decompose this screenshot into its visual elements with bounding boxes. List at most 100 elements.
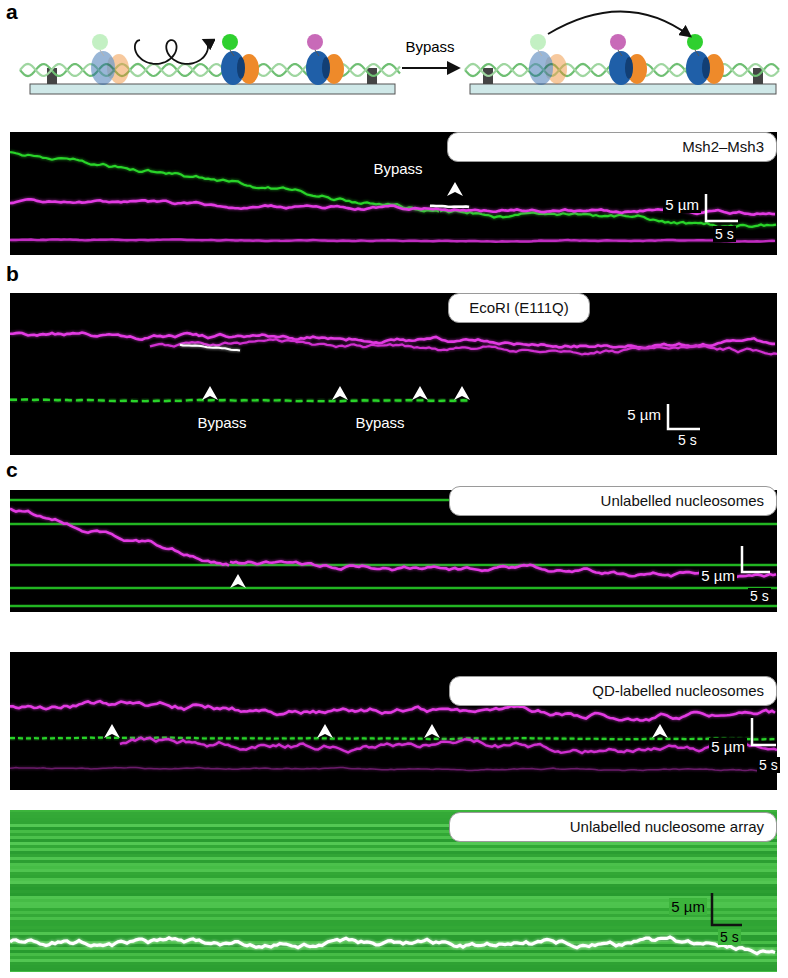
diffusion-arrow bbox=[135, 40, 208, 64]
array-band bbox=[10, 971, 777, 972]
array-band bbox=[10, 950, 777, 953]
array-band bbox=[10, 959, 777, 962]
protein bbox=[686, 34, 724, 85]
figure-label: 5 µm bbox=[625, 406, 663, 423]
figure-label: 5 µm bbox=[709, 738, 747, 755]
array-band bbox=[10, 923, 777, 926]
array-band bbox=[10, 947, 777, 950]
trace bbox=[10, 937, 775, 953]
protein-core bbox=[107, 57, 115, 79]
array-band bbox=[10, 854, 777, 857]
kymograph bbox=[10, 810, 777, 974]
trace bbox=[10, 509, 229, 566]
box-label: EcoRI (E111Q) bbox=[469, 299, 568, 316]
trace-glow bbox=[10, 399, 469, 401]
arrowhead-marker bbox=[652, 724, 668, 738]
figure-label: 5 µm bbox=[669, 898, 707, 915]
figure-label: Bypass bbox=[371, 160, 424, 177]
panel-letter: a bbox=[6, 0, 18, 24]
trace-glow bbox=[230, 561, 776, 577]
array-band bbox=[10, 884, 777, 887]
cartoon bbox=[20, 11, 779, 94]
trace-glow bbox=[430, 206, 469, 207]
protein bbox=[529, 34, 567, 85]
array-band bbox=[10, 908, 777, 911]
kymograph-ground bbox=[10, 810, 777, 972]
protein-subunit bbox=[529, 51, 553, 85]
scale-bar bbox=[752, 718, 776, 745]
trace bbox=[10, 738, 775, 740]
trace bbox=[430, 206, 469, 207]
kymograph-ground bbox=[10, 293, 777, 455]
array-band bbox=[10, 842, 777, 845]
label-box: Unlabelled nucleosomes bbox=[449, 486, 777, 516]
scale-bar bbox=[706, 194, 738, 221]
array-band bbox=[10, 866, 777, 869]
array-band bbox=[10, 926, 777, 929]
figure-label: 5 s bbox=[718, 929, 741, 945]
process-arrow bbox=[402, 67, 458, 69]
array-band bbox=[10, 887, 777, 890]
arrowhead-marker bbox=[230, 574, 246, 588]
array-band bbox=[10, 920, 777, 923]
trace-glow bbox=[10, 937, 775, 953]
array-band bbox=[10, 962, 777, 965]
flowcell-surface bbox=[470, 84, 776, 94]
protein bbox=[306, 34, 344, 85]
protein-subunit bbox=[91, 51, 115, 85]
array-band bbox=[10, 845, 777, 848]
linker bbox=[230, 50, 234, 56]
figure-label: 5 µm bbox=[699, 567, 737, 584]
arrowhead-marker bbox=[202, 386, 218, 400]
arrowhead-marker bbox=[424, 724, 440, 738]
trace-glow bbox=[10, 199, 775, 214]
protein-core bbox=[545, 57, 553, 79]
kymograph bbox=[10, 132, 777, 255]
protein-subunit bbox=[609, 51, 633, 85]
linker bbox=[538, 50, 542, 56]
array-band bbox=[10, 875, 777, 878]
protein-subunit bbox=[686, 51, 710, 85]
protein-subunit bbox=[306, 51, 330, 85]
protein-core bbox=[702, 57, 710, 79]
figure-label: Bypass bbox=[353, 414, 406, 431]
array-band bbox=[10, 893, 777, 896]
linker bbox=[695, 50, 699, 56]
figure-label: 5 s bbox=[713, 226, 736, 242]
array-band bbox=[10, 848, 777, 851]
array-band bbox=[10, 968, 777, 971]
trace-glow bbox=[150, 339, 777, 354]
array-band bbox=[10, 899, 777, 902]
nucleosome-track bbox=[10, 523, 777, 526]
trace bbox=[120, 738, 777, 754]
trace-glow bbox=[10, 509, 229, 566]
array-band bbox=[10, 956, 777, 959]
array-band bbox=[10, 860, 777, 863]
label-box: Unlabelled nucleosome array bbox=[449, 812, 777, 842]
arrowhead-marker bbox=[317, 724, 333, 738]
array-band bbox=[10, 911, 777, 914]
figure-label: 5 s bbox=[676, 432, 699, 448]
array-band bbox=[10, 905, 777, 908]
linker bbox=[315, 50, 319, 56]
protein bbox=[221, 34, 259, 85]
nucleosome-track bbox=[10, 564, 777, 567]
array-band bbox=[10, 869, 777, 872]
array-band bbox=[10, 932, 777, 935]
trace-glow bbox=[10, 239, 775, 241]
quantum-dot bbox=[610, 34, 626, 50]
kymograph-traces bbox=[10, 812, 777, 972]
trace bbox=[10, 199, 775, 214]
scale-bar bbox=[668, 404, 700, 429]
array-band bbox=[10, 851, 777, 854]
array-band bbox=[10, 872, 777, 875]
quantum-dot bbox=[530, 34, 546, 50]
kymograph bbox=[10, 490, 777, 612]
protein-core bbox=[322, 57, 330, 79]
array-band bbox=[10, 965, 777, 968]
array-band bbox=[10, 863, 777, 866]
trace-glow bbox=[120, 738, 777, 754]
kymograph-ground bbox=[10, 652, 777, 790]
arrowhead-marker bbox=[454, 386, 470, 400]
figure-label: Bypass bbox=[405, 38, 454, 55]
